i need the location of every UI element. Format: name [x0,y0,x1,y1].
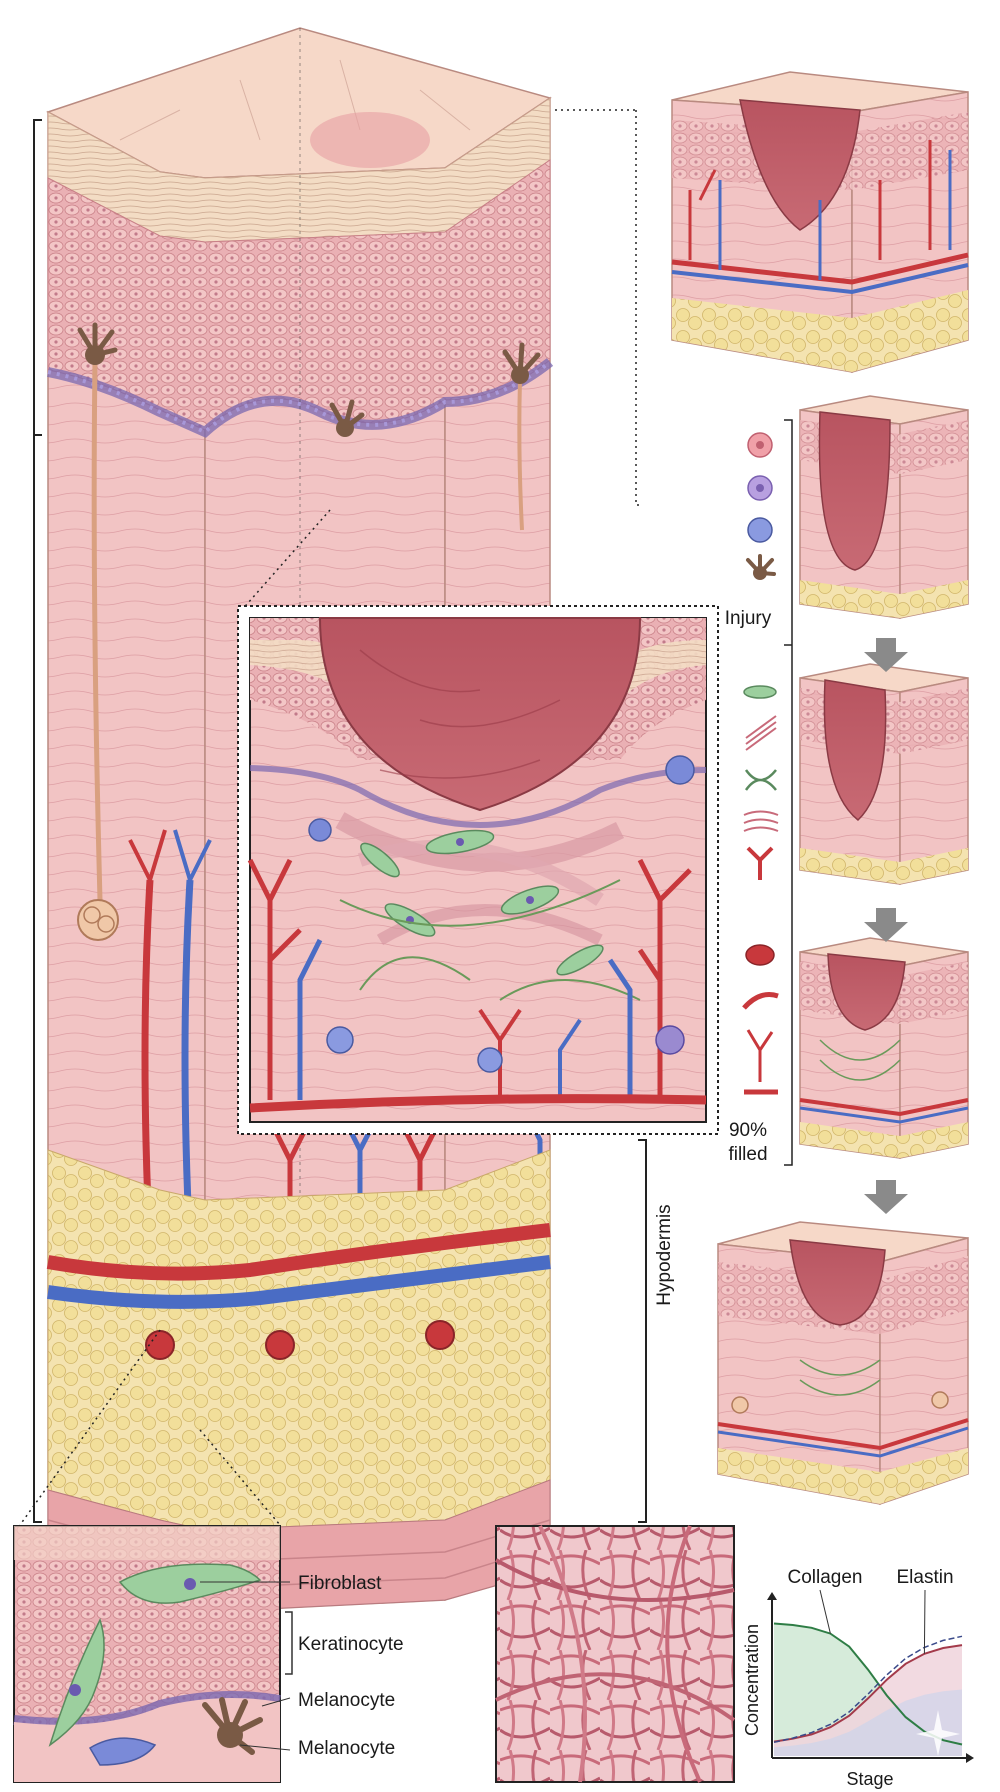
arrow-down-icon [864,1180,908,1214]
collagen-elastin-chart: Collagen Elastin Stage Concentration [742,1567,974,1789]
stage-cell-icons [742,432,779,1095]
main-skin-block [46,27,554,1614]
stage-block-top [671,71,969,373]
keratinocyte-label: Keratinocyte [298,1634,404,1655]
melanocyte-label-2: Melanocyte [298,1738,395,1759]
injury-label: Injury [725,608,772,629]
collagen-leader [819,1589,831,1634]
stage-block-remodeling [717,1221,969,1506]
filled-label: filled [728,1144,767,1165]
y-axis-label: Concentration [742,1624,762,1736]
melanocyte-cell-icon [502,342,541,384]
elastin-dashed-line [773,1635,963,1744]
arrow-down-icon [864,638,908,672]
collagen-fiber-inset [495,1525,736,1783]
elastin-series-label: Elastin [896,1567,953,1588]
fibroblast-label: Fibroblast [298,1573,382,1594]
melanocyte-cell-icon [329,399,365,437]
stage-block-inflammation [799,663,969,885]
collagen-series-label: Collagen [788,1567,863,1588]
sparkle-icon [916,1710,960,1756]
hypodermis-label: Hypodermis [654,1204,675,1305]
x-axis-label: Stage [846,1769,893,1789]
baseline-area [774,1689,962,1756]
elastin-line [773,1644,963,1743]
melanocyte-cell-icon [77,322,118,365]
elastin-leader [923,1589,926,1654]
stage-block-proliferation [799,937,969,1159]
percent-label: 90% [729,1120,767,1141]
melanocyte-label-1: Melanocyte [298,1690,395,1711]
wound-zoom-inset [237,605,719,1135]
collagen-area [774,1623,962,1756]
stage-block-injury [799,395,969,619]
arrow-down-icon [864,908,908,942]
cell-types-inset [13,1525,281,1783]
